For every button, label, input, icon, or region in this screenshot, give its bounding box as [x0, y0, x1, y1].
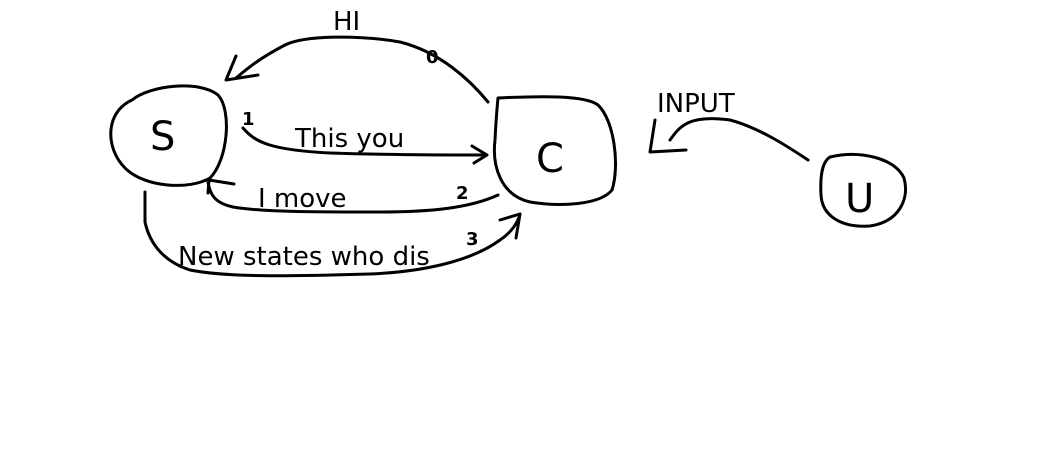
edge-back-to-s-label: I move [258, 184, 347, 214]
edge-input-line [668, 117, 810, 162]
edge-bottom-arc: New states who dis 3 [143, 190, 522, 278]
edge-bottom-arc-number: 3 [466, 229, 479, 250]
edge-bottom-arc-line [143, 190, 522, 278]
edge-to-c-label: This you [294, 124, 404, 154]
edge-input-label: INPUT [657, 89, 735, 119]
node-c: C [492, 95, 618, 206]
edge-top-arc: HI 0 [224, 7, 490, 104]
node-s-label: S [150, 114, 175, 160]
edge-to-c-line [241, 126, 487, 157]
edge-bottom-arc-arrowhead [498, 212, 522, 240]
edge-back-to-s-line [206, 180, 500, 214]
edge-input: INPUT [648, 89, 810, 162]
node-s-circle [109, 84, 228, 187]
edge-top-arc-number: 0 [426, 47, 439, 68]
node-s: S [109, 84, 228, 187]
node-u-circle [819, 153, 907, 228]
edge-to-c: This you 1 [241, 109, 489, 165]
edge-back-to-s: I move 2 [206, 178, 500, 214]
edge-top-arc-line [234, 35, 490, 104]
edge-to-c-number: 1 [242, 109, 255, 130]
edge-bottom-arc-label: New states who dis [178, 242, 430, 272]
edge-input-arrowhead [648, 118, 688, 154]
edge-top-arc-arrowhead [224, 54, 260, 82]
edge-top-arc-label: HI [333, 7, 360, 37]
node-c-label: C [536, 136, 564, 182]
edge-back-to-s-arrowhead [206, 178, 236, 195]
node-u-label: U [845, 176, 874, 222]
node-u: U [819, 153, 907, 228]
edge-back-to-s-number: 2 [456, 183, 469, 204]
edge-to-c-arrowhead [470, 144, 489, 165]
node-c-circle [492, 95, 618, 206]
